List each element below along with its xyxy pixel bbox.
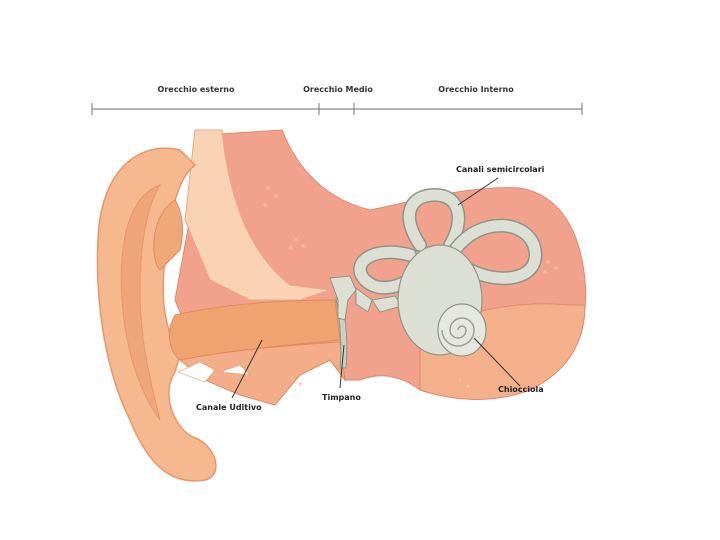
label-canal: Canale Uditivo (196, 403, 262, 412)
region-label-outer: Orecchio esterno (158, 85, 235, 94)
region-scale: Orecchio esterno Orecchio Medio Orecchio… (92, 85, 582, 115)
label-tympanum: Timpano (322, 393, 361, 402)
label-semicircular: Canali semicircolari (456, 165, 545, 174)
region-label-middle: Orecchio Medio (303, 85, 373, 94)
region-label-inner: Orecchio Interno (438, 85, 514, 94)
label-cochlea: Chiocciola (498, 385, 544, 394)
cochlea (438, 304, 486, 356)
